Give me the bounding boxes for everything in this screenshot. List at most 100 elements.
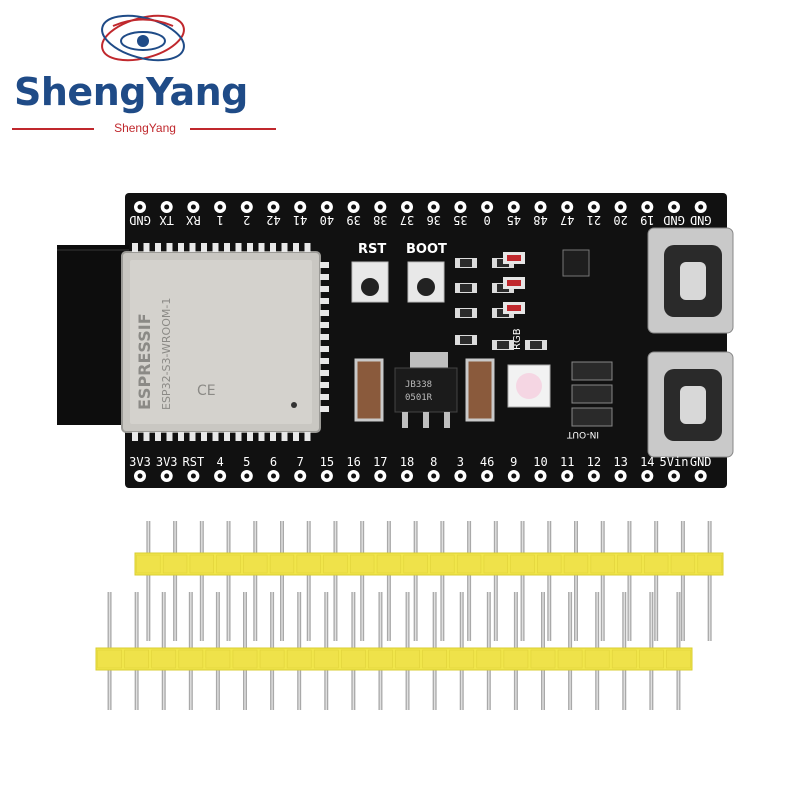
pin-hole xyxy=(427,201,440,213)
pin-header-strip xyxy=(134,521,724,641)
antenna-section xyxy=(57,245,129,425)
top-pin-label: 48 xyxy=(533,213,547,227)
pin-hole xyxy=(240,470,253,482)
usb-c-port-lower[interactable] xyxy=(647,351,734,458)
pin-hole xyxy=(214,201,227,213)
pin-hole xyxy=(481,201,494,213)
in-out-label: IN-OUT xyxy=(566,429,599,439)
usb-c-port-upper[interactable] xyxy=(647,227,734,334)
voltage-regulator xyxy=(394,367,458,413)
bottom-pin-label: 18 xyxy=(400,455,414,469)
pin-hole xyxy=(668,470,680,482)
bottom-pin-label: 11 xyxy=(560,455,574,469)
pin-hole xyxy=(481,470,494,482)
top-pin-label: 2 xyxy=(243,213,250,227)
top-pin-label: 41 xyxy=(293,213,307,227)
pin-hole xyxy=(214,470,227,482)
top-pin-label: 20 xyxy=(613,213,627,227)
eye-emblem-icon xyxy=(101,14,185,62)
bottom-pin-label: 8 xyxy=(430,455,437,469)
pin-header-strip xyxy=(95,592,693,710)
module-model-text: ESP32-S3-WROOM-1 xyxy=(160,298,173,410)
pin-hole xyxy=(534,470,547,482)
pin-hole xyxy=(294,470,307,482)
pin-hole xyxy=(587,201,600,213)
module-brand-text: ESPRESSIF xyxy=(135,313,154,410)
pin-hole xyxy=(267,470,280,482)
rgb-led xyxy=(507,364,551,408)
top-pin-label: 42 xyxy=(266,213,280,227)
pin-hole xyxy=(427,470,440,482)
pin-hole xyxy=(507,201,520,213)
top-pin-label: RX xyxy=(185,213,200,227)
boot-button[interactable] xyxy=(407,261,445,303)
top-pin-label: 21 xyxy=(587,213,601,227)
top-pin-label: GND xyxy=(663,213,685,227)
divider xyxy=(190,128,276,130)
top-pin-label: 1 xyxy=(216,213,223,227)
top-pin-label: TX xyxy=(159,213,174,227)
pin-hole xyxy=(134,201,146,213)
pin-hole xyxy=(294,201,307,213)
rst-button[interactable] xyxy=(351,261,389,303)
pin-hole xyxy=(614,201,627,213)
pin-hole xyxy=(641,470,654,482)
bottom-pin-label: 13 xyxy=(613,455,627,469)
regulator-text: 0501R xyxy=(405,393,433,403)
pin-hole xyxy=(587,470,600,482)
pin-hole xyxy=(507,470,520,482)
capacitor xyxy=(354,358,384,422)
regulator-tab xyxy=(410,352,448,370)
top-pin-label: 38 xyxy=(373,213,387,227)
bottom-pin-label: 16 xyxy=(346,455,360,469)
pin-hole xyxy=(694,201,707,213)
pin-hole xyxy=(347,470,360,482)
bottom-pin-label: 3V3 xyxy=(156,455,178,469)
pin-hole xyxy=(561,470,574,482)
top-pin-label: 40 xyxy=(320,213,334,227)
bottom-pin-label: 5 xyxy=(243,455,250,469)
bottom-pin-label: 46 xyxy=(480,455,494,469)
top-pin-label: GND xyxy=(690,213,712,227)
capacitor xyxy=(465,358,495,422)
bottom-pin-label: 3 xyxy=(457,455,464,469)
brand-subtitle: ShengYang xyxy=(114,121,176,135)
pin-hole xyxy=(694,470,707,482)
bottom-pin-label: 7 xyxy=(297,455,304,469)
top-pin-label: GND xyxy=(129,213,151,227)
pin-hole xyxy=(668,201,680,213)
bottom-pin-label: 3V3 xyxy=(129,455,151,469)
bottom-pin-label: 9 xyxy=(510,455,517,469)
ic-chip xyxy=(562,249,590,277)
top-pin-label: 47 xyxy=(560,213,574,227)
bottom-pin-label: 17 xyxy=(373,455,387,469)
bottom-pin-label: 10 xyxy=(533,455,547,469)
top-pin-label: 19 xyxy=(640,213,654,227)
pin-hole xyxy=(454,470,467,482)
pin-hole xyxy=(374,201,387,213)
top-pin-label: 37 xyxy=(400,213,414,227)
divider xyxy=(12,128,94,130)
rst-label: RST xyxy=(358,242,386,257)
bottom-pin-label: 6 xyxy=(270,455,277,469)
pin-hole xyxy=(347,201,360,213)
pin-hole xyxy=(401,201,413,213)
pin-hole xyxy=(320,201,333,213)
pin-hole xyxy=(160,470,173,482)
rgb-label: RGB xyxy=(512,328,523,350)
top-pin-label: 45 xyxy=(507,213,521,227)
pin-hole xyxy=(187,201,200,213)
top-pin-label: 39 xyxy=(346,213,360,227)
ce-mark: CE xyxy=(197,383,216,399)
bottom-pin-label: 14 xyxy=(640,455,654,469)
bottom-pin-label: 5Vin xyxy=(660,455,689,469)
pin-hole xyxy=(134,470,146,482)
pin-hole xyxy=(534,201,547,213)
bottom-pin-label: 15 xyxy=(320,455,334,469)
top-pin-label: 0 xyxy=(483,213,490,227)
pin-hole xyxy=(267,201,280,213)
pin-hole xyxy=(614,470,627,482)
pin-hole xyxy=(401,470,413,482)
pin-hole xyxy=(160,201,173,213)
